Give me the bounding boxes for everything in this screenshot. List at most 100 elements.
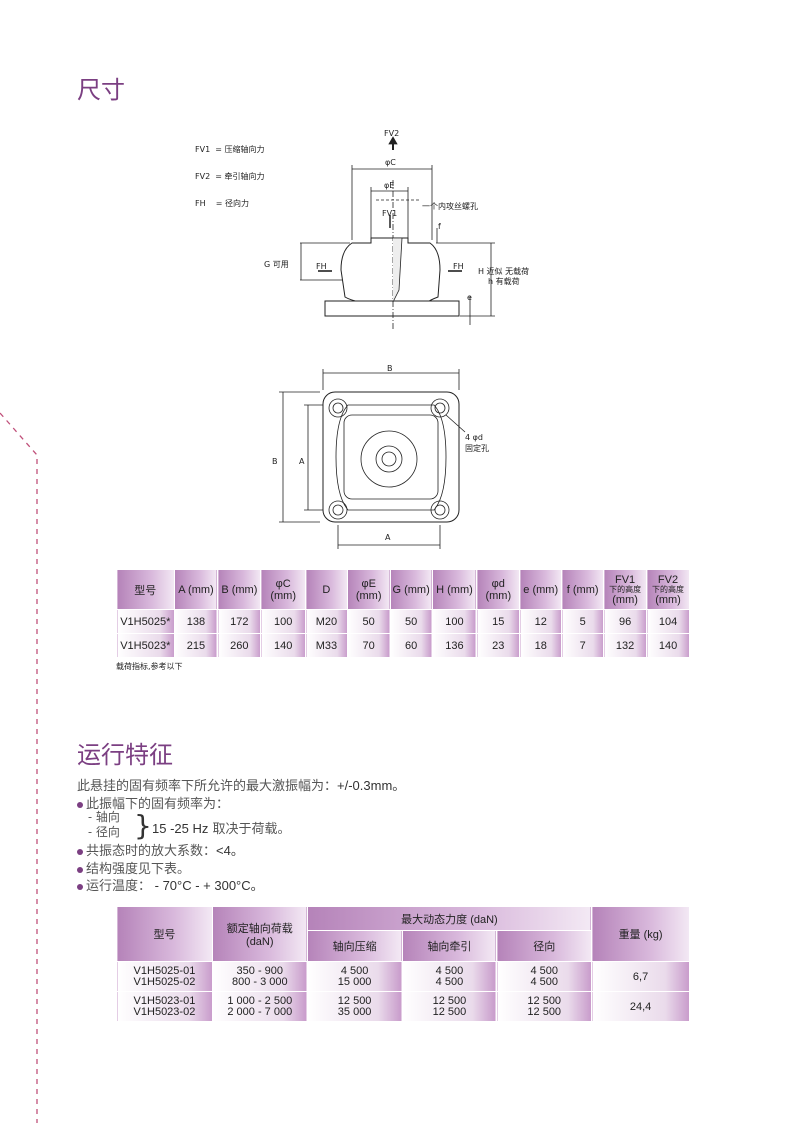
label-thread: 一个内攻丝螺孔 bbox=[422, 201, 478, 211]
label-f: f bbox=[438, 222, 441, 231]
label-h-loaded: h 有载荷 bbox=[488, 276, 520, 286]
header-model: 型号 bbox=[116, 906, 213, 962]
label-fv2: FV2 bbox=[384, 129, 399, 138]
table-cell: 5 bbox=[561, 609, 605, 634]
label-phie: φE bbox=[384, 181, 394, 190]
temp-line: 运行温度： - 70°C - + 300°C。 bbox=[77, 875, 264, 894]
header-cell: φd(mm) bbox=[476, 569, 521, 610]
header-cell: φE(mm) bbox=[346, 569, 391, 610]
intro-line: 此悬挂的固有频率下所允许的最大激振幅为：+/-0.3mm。 bbox=[77, 778, 406, 794]
header-cell: f (mm) bbox=[561, 569, 605, 610]
table-cell: 50 bbox=[389, 609, 433, 634]
table-cell: 100 bbox=[431, 609, 478, 634]
header-compression: 轴向压缩 bbox=[306, 930, 403, 962]
table-cell: 132 bbox=[603, 633, 648, 658]
table-cell: V1H5023* bbox=[116, 633, 175, 658]
table-cell: 138 bbox=[173, 609, 219, 634]
table-cell: 50 bbox=[346, 609, 391, 634]
table-cell: 60 bbox=[389, 633, 433, 658]
header-cell: G (mm) bbox=[389, 569, 433, 610]
header-cell: e (mm) bbox=[519, 569, 563, 610]
header-traction: 轴向牵引 bbox=[401, 930, 498, 962]
header-cell: H (mm) bbox=[431, 569, 478, 610]
load-note: 载荷指标,参考以下 bbox=[116, 662, 183, 671]
strength-line: 结构强度见下表。 bbox=[77, 858, 190, 877]
table-cell-weight: 24,4 bbox=[591, 991, 690, 1022]
freq-directions: - 轴向- 径向 bbox=[88, 810, 120, 839]
label-fh-left: FH bbox=[316, 262, 327, 271]
table-cell: 70 bbox=[346, 633, 391, 658]
legend-fv1: FV1 = 压缩轴向力 bbox=[195, 145, 265, 154]
section-title-dimensions: 尺寸 bbox=[77, 76, 125, 104]
table-cell: 136 bbox=[431, 633, 478, 658]
table-cell: 260 bbox=[217, 633, 262, 658]
label-phic: φC bbox=[385, 158, 396, 167]
side-view-drawing: FV2 φC φE 一个内攻丝螺孔 FV1 f G 可用 FH FH H 近似 … bbox=[264, 129, 529, 330]
legend-fv2: FV2 = 牵引轴向力 bbox=[195, 172, 265, 181]
table-cell: M20 bbox=[305, 609, 348, 634]
header-weight: 重量 (kg) bbox=[591, 906, 690, 962]
table-cell: 12 bbox=[519, 609, 563, 634]
table-cell: 7 bbox=[561, 633, 605, 658]
label-e: e bbox=[467, 293, 472, 302]
section-title-operation: 运行特征 bbox=[77, 741, 173, 769]
label-holes: 4 φd bbox=[465, 433, 483, 442]
table-cell: 96 bbox=[603, 609, 648, 634]
freq-line: 此振幅下的固有频率为： bbox=[77, 793, 229, 812]
header-radial: 径向 bbox=[496, 930, 593, 962]
label-fv1: FV1 bbox=[382, 209, 397, 218]
legend-fh: FH = 径向力 bbox=[195, 199, 250, 208]
amp-line: 共振态时的放大系数：<4。 bbox=[77, 840, 244, 859]
bullet-icon bbox=[77, 848, 83, 855]
table-cell: M33 bbox=[305, 633, 348, 658]
freq-value-line: 15 -25 Hz 取决于荷载。 bbox=[152, 821, 291, 837]
table-cell: 140 bbox=[260, 633, 307, 658]
label-holes-desc: 固定孔 bbox=[465, 443, 489, 453]
table-cell: V1H5025* bbox=[116, 609, 175, 634]
table-cell: 172 bbox=[217, 609, 262, 634]
margin-dashed-line bbox=[0, 412, 38, 1123]
header-cell: 型号 bbox=[116, 569, 175, 610]
table-cell: 15 bbox=[476, 609, 521, 634]
bullet-icon bbox=[77, 866, 83, 873]
label-fh-right: FH bbox=[453, 262, 464, 271]
label-a-side: A bbox=[299, 457, 305, 466]
top-view-drawing: B B A A 4 φd 固定孔 bbox=[272, 364, 489, 549]
label-g: G 可用 bbox=[264, 260, 289, 269]
header-cell: A (mm) bbox=[173, 569, 219, 610]
label-b-top: B bbox=[387, 364, 393, 373]
table-cell: 140 bbox=[646, 633, 690, 658]
load-table: 型号 额定轴向荷载(daN) 最大动态力度 (daN) 重量 (kg) 轴向压缩… bbox=[116, 906, 690, 1022]
header-cell: φC(mm) bbox=[260, 569, 307, 610]
table-cell: 18 bbox=[519, 633, 563, 658]
bullet-icon bbox=[77, 801, 83, 808]
header-cell: D bbox=[305, 569, 348, 610]
label-a-bottom: A bbox=[385, 533, 391, 542]
label-b-side: B bbox=[272, 457, 278, 466]
brace-icon: } bbox=[134, 809, 152, 842]
label-h: H 近似 无载荷 bbox=[478, 266, 529, 276]
header-rated: 额定轴向荷载(daN) bbox=[211, 906, 308, 962]
header-max-force: 最大动态力度 (daN) bbox=[306, 906, 593, 931]
table-cell-weight: 6,7 bbox=[591, 961, 690, 992]
table-cell: 23 bbox=[476, 633, 521, 658]
bullet-icon bbox=[77, 883, 83, 890]
table-cell: 104 bbox=[646, 609, 690, 634]
